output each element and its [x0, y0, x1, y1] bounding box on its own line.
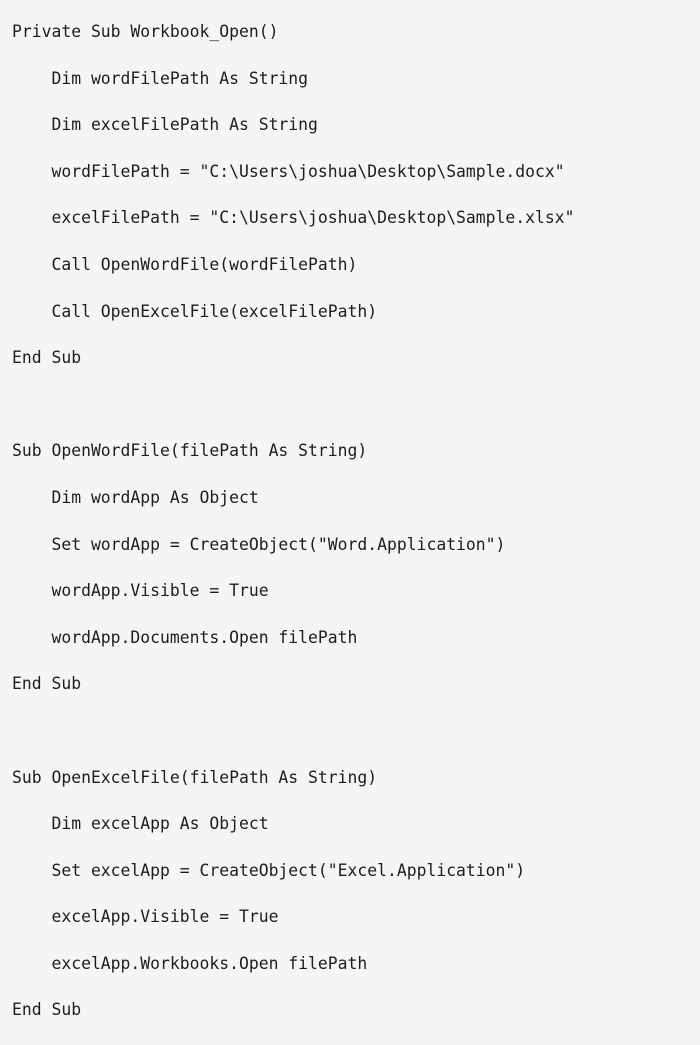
code-line: Dim wordFilePath As String — [12, 68, 309, 88]
code-line: End Sub — [12, 1000, 82, 1020]
code-line: End Sub — [12, 674, 82, 694]
code-line: Set excelApp = CreateObject("Excel.Appli… — [12, 860, 526, 880]
code-line: wordFilePath = "C:\Users\joshua\Desktop\… — [12, 161, 565, 181]
code-listing[interactable]: Private Sub Workbook_Open() Dim wordFile… — [12, 20, 700, 1045]
code-line: Dim excelApp As Object — [12, 814, 269, 834]
code-line — [12, 393, 700, 416]
code-line: Private Sub Workbook_Open() — [12, 22, 279, 41]
code-line — [12, 719, 700, 742]
code-line: Sub OpenExcelFile(filePath As String) — [12, 767, 378, 787]
code-line: excelFilePath = "C:\Users\joshua\Desktop… — [12, 208, 575, 228]
code-line: Set wordApp = CreateObject("Word.Applica… — [12, 534, 506, 554]
code-line: End Sub — [12, 348, 82, 368]
code-line: wordApp.Documents.Open filePath — [12, 627, 358, 647]
code-line: Call OpenExcelFile(excelFilePath) — [12, 301, 378, 321]
code-line: excelApp.Visible = True — [12, 907, 279, 927]
code-line: Sub OpenWordFile(filePath As String) — [12, 441, 368, 461]
code-line: Dim wordApp As Object — [12, 487, 259, 507]
code-line: excelApp.Workbooks.Open filePath — [12, 953, 368, 973]
code-line: wordApp.Visible = True — [12, 581, 269, 601]
code-line: Call OpenWordFile(wordFilePath) — [12, 254, 358, 274]
code-block: Private Sub Workbook_Open() Dim wordFile… — [12, 22, 575, 1020]
code-line: Dim excelFilePath As String — [12, 115, 318, 135]
